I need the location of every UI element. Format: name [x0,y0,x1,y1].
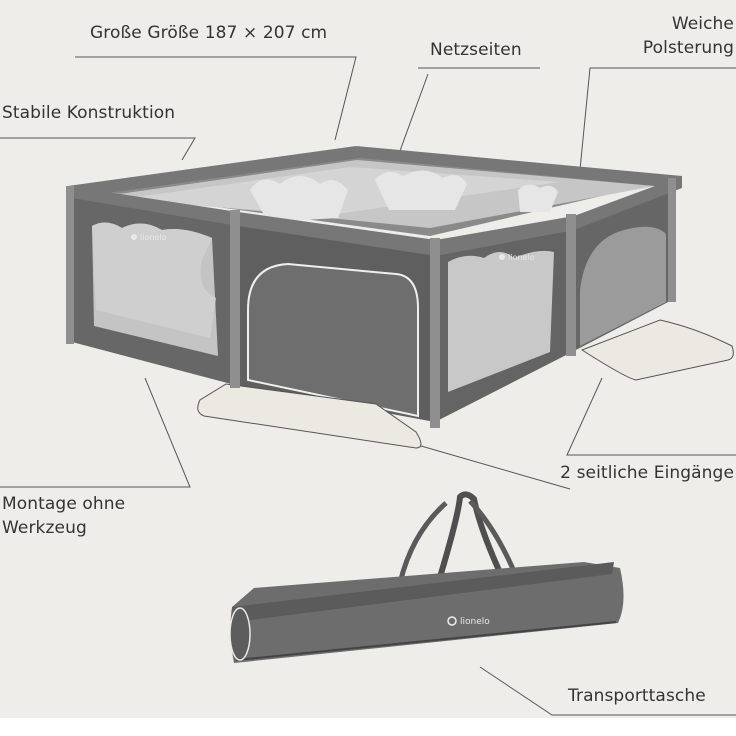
side-panel [572,190,734,381]
transport-bag: lionelo [229,491,624,663]
leader-lines [0,56,736,716]
svg-text:lionelo: lionelo [508,253,535,262]
label-padding-line2: Polsterung [642,38,734,58]
leader-size [75,56,357,141]
bottom-strip [0,718,736,736]
label-mesh: Netzseiten [430,40,522,60]
leader-padding [577,67,736,191]
front-panel [197,214,435,449]
label-entrances: 2 seitliche Eingänge [560,463,734,483]
label-construction: Stabile Konstruktion [2,103,176,123]
label-assembly-line1: Montage ohne [2,494,126,514]
leader-bag [479,666,736,716]
right-panel: lionelo [435,220,572,422]
svg-text:lionelo: lionelo [140,233,167,242]
label-assembly-line2: Werkzeug [2,518,87,538]
left-panel: lionelo [70,190,235,385]
label-padding-line1: Weiche [671,14,734,34]
leader-construction [0,137,196,161]
label-size: Große Größe 187 × 207 cm [90,23,328,43]
svg-text:lionelo: lionelo [460,617,490,627]
corner-posts [66,178,676,428]
leader-assembly [0,377,191,488]
leader-entrances [566,377,736,456]
top-rails [68,146,682,256]
label-bag: Transporttasche [568,686,706,706]
